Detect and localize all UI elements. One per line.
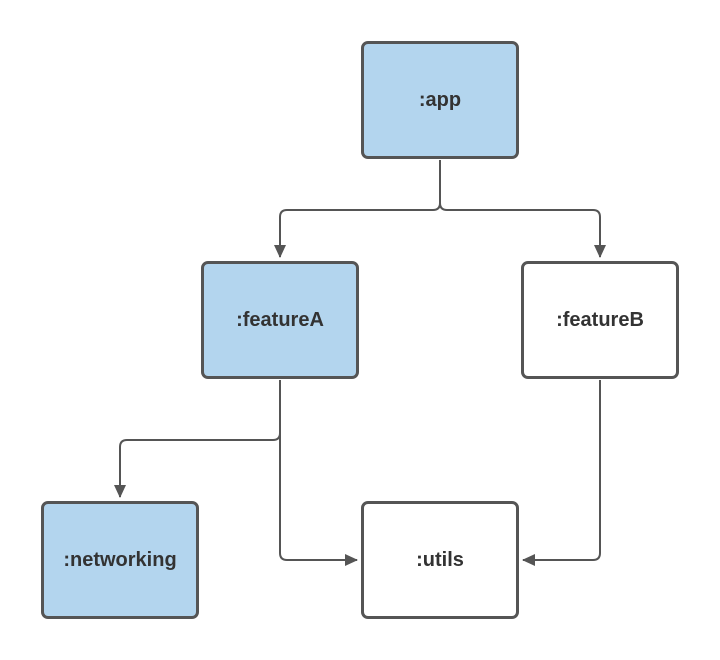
node-featureA-label: :featureA [236,308,324,331]
node-featureB[interactable]: :featureB [521,261,679,379]
node-utils[interactable]: :utils [361,501,519,619]
edge-featureA-to-utils [279,380,358,566]
node-featureA[interactable]: :featureA [201,261,359,379]
node-featureB-label: :featureB [556,308,644,331]
node-utils-label: :utils [416,548,464,571]
edge-featureB-to-utils [522,380,601,566]
edge-featureA-to-networking [114,380,281,498]
node-networking[interactable]: :networking [41,501,199,619]
node-networking-label: :networking [63,548,177,571]
edge-app-to-featureB [439,160,606,258]
node-app-label: :app [418,88,462,111]
edge-app-to-featureA [274,160,441,258]
node-app[interactable]: :app [361,41,519,159]
